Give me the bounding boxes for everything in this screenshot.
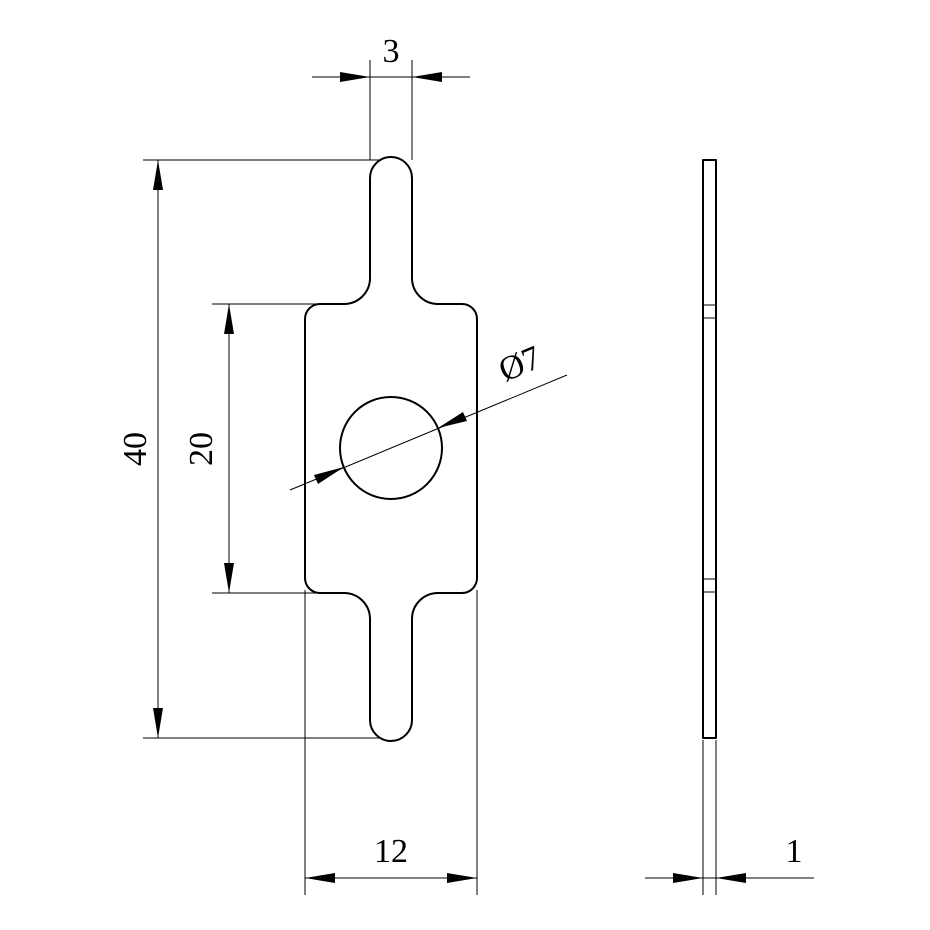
arrowhead	[153, 708, 163, 738]
center-hole	[339, 396, 443, 500]
side-view	[702, 159, 717, 739]
arrowhead	[340, 72, 370, 82]
arrowhead	[438, 412, 467, 428]
dimension-label-hole-diameter: Ø7	[494, 339, 547, 389]
side-view-outline	[702, 159, 717, 739]
dimension-label-overall-width: 12	[374, 833, 408, 870]
arrowhead	[224, 563, 234, 593]
dimension-body-height: 20	[183, 303, 318, 594]
dimension-label-body-height: 20	[183, 432, 220, 466]
arrowhead	[314, 467, 344, 484]
dimension-overall-width: 12	[304, 590, 478, 895]
dimension-label-tab-width: 3	[383, 33, 400, 70]
arrowhead	[305, 873, 335, 883]
arrowhead	[153, 160, 163, 190]
arrowhead	[412, 72, 442, 82]
dimension-label-overall-height: 40	[117, 432, 154, 466]
arrowhead	[447, 873, 477, 883]
front-view	[304, 156, 478, 742]
dimension-overall-height: 40	[117, 159, 380, 739]
arrowhead	[673, 873, 703, 883]
dimension-thickness: 1	[645, 740, 814, 895]
arrowhead	[716, 873, 746, 883]
arrowhead	[224, 304, 234, 334]
dimension-tab-width: 3	[312, 33, 470, 160]
dimension-label-thickness: 1	[786, 833, 803, 870]
part-outline	[304, 156, 478, 742]
